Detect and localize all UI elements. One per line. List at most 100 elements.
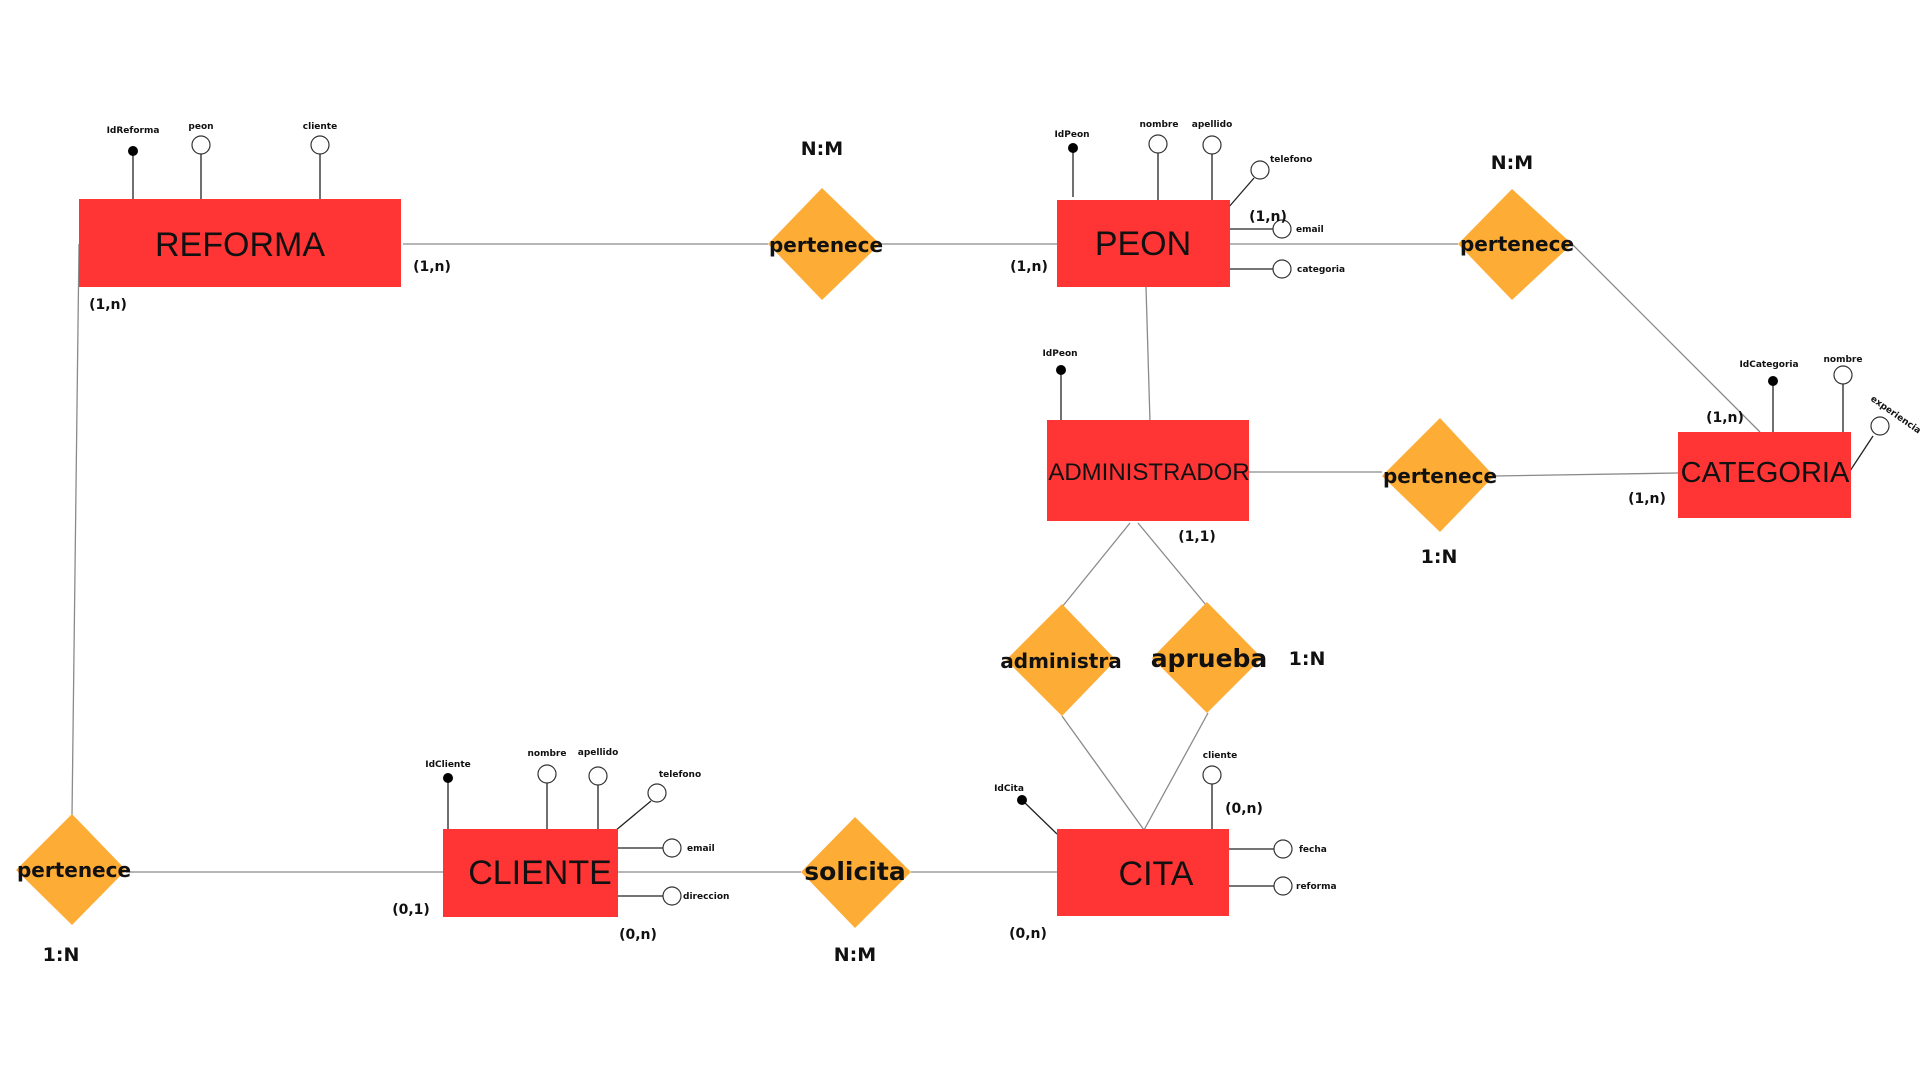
relationship-label: pertenece bbox=[17, 858, 131, 882]
attribute-label: IdCliente bbox=[425, 760, 470, 770]
key-attribute-dot[interactable] bbox=[1017, 795, 1027, 805]
attributes-reforma: IdReforma peon cliente bbox=[107, 122, 337, 156]
key-attribute-dot[interactable] bbox=[443, 773, 453, 783]
attribute-circle[interactable] bbox=[537, 764, 557, 784]
attributes-administrador: IdPeon bbox=[1042, 349, 1078, 375]
attribute-circle[interactable] bbox=[310, 135, 330, 155]
attribute-label: categoria bbox=[1297, 265, 1345, 275]
connector-lines bbox=[71, 243, 1761, 873]
attribute-label: email bbox=[687, 844, 715, 854]
key-attribute-dot[interactable] bbox=[1056, 365, 1066, 375]
entity-peon[interactable]: PEON bbox=[1057, 200, 1230, 287]
attribute-circle[interactable] bbox=[1148, 134, 1168, 154]
cardinality-label: (1,1) bbox=[1178, 529, 1216, 545]
ratio-label: 1:N bbox=[1421, 546, 1458, 568]
line-administra-cita bbox=[1061, 715, 1145, 831]
relationship-label: pertenece bbox=[1383, 464, 1497, 488]
attribute-label: IdPeon bbox=[1054, 130, 1089, 140]
attribute-circle[interactable] bbox=[191, 135, 211, 155]
entity-label: CATEGORIA bbox=[1681, 457, 1850, 489]
attribute-circle[interactable] bbox=[1272, 259, 1292, 279]
cardinality-label: (0,n) bbox=[1225, 801, 1263, 817]
attribute-circle[interactable] bbox=[1272, 219, 1292, 239]
key-attribute-dot[interactable] bbox=[1768, 376, 1778, 386]
relationship-diamond bbox=[1152, 602, 1262, 713]
attribute-label: nombre bbox=[1140, 120, 1179, 130]
attribute-label: nombre bbox=[1824, 355, 1863, 365]
attribute-label: email bbox=[1296, 225, 1324, 235]
attribute-circle[interactable] bbox=[588, 766, 608, 786]
relationship-administra[interactable]: administra bbox=[1000, 604, 1122, 716]
relationship-label: pertenece bbox=[769, 233, 883, 257]
attribute-label: apellido bbox=[1192, 120, 1233, 130]
attribute-circle[interactable] bbox=[1202, 135, 1222, 155]
entity-box bbox=[443, 829, 618, 917]
entity-label: ADMINISTRADOR bbox=[1048, 459, 1249, 486]
key-attribute-dot[interactable] bbox=[1068, 143, 1078, 153]
entity-box bbox=[1057, 200, 1230, 287]
attribute-label: IdCita bbox=[994, 784, 1024, 794]
entity-reforma[interactable]: REFORMA bbox=[79, 199, 401, 287]
attribute-circle[interactable] bbox=[1273, 839, 1293, 859]
relationship-reforma-cliente[interactable]: pertenece bbox=[16, 814, 131, 925]
relationship-aprueba[interactable]: aprueba bbox=[1151, 602, 1268, 713]
entity-label: PEON bbox=[1095, 225, 1191, 263]
key-attribute-dot[interactable] bbox=[128, 146, 138, 156]
attribute-label: IdCategoria bbox=[1739, 360, 1798, 370]
line-admin-administra bbox=[1061, 522, 1131, 608]
relationship-label: aprueba bbox=[1151, 644, 1268, 673]
cardinality-label: (0,n) bbox=[1009, 926, 1047, 942]
attribute-circle[interactable] bbox=[647, 783, 667, 803]
line-reforma-pertenece4 bbox=[71, 243, 80, 817]
attribute-circle[interactable] bbox=[1250, 160, 1270, 180]
relationship-label: pertenece bbox=[1460, 232, 1574, 256]
line-peon-administrador bbox=[1145, 286, 1151, 423]
ratio-label: N:M bbox=[834, 944, 876, 966]
attribute-circle[interactable] bbox=[1273, 876, 1293, 896]
relationship-diamond bbox=[16, 814, 126, 925]
relationship-label: administra bbox=[1000, 649, 1121, 673]
relationship-diamond bbox=[768, 188, 880, 300]
line-aprueba-cita bbox=[1143, 712, 1209, 831]
attributes-cliente: IdCliente nombre apellido telefono email… bbox=[425, 748, 729, 906]
entity-categoria[interactable]: CATEGORIA bbox=[1678, 432, 1851, 518]
entity-cliente[interactable]: CLIENTE bbox=[443, 829, 618, 917]
cardinality-label: (1,n) bbox=[413, 259, 451, 275]
attributes-cita: IdCita cliente fecha reforma bbox=[994, 751, 1337, 896]
cardinality-label: (0,1) bbox=[392, 902, 430, 918]
attribute-label: apellido bbox=[578, 748, 619, 758]
cardinality-label: (1,n) bbox=[1706, 410, 1744, 426]
attribute-label: IdReforma bbox=[107, 126, 160, 136]
relationship-diamond bbox=[1006, 604, 1116, 716]
relationship-cliente-cita[interactable]: solicita bbox=[801, 817, 911, 928]
attributes-categoria: IdCategoria nombre experiencia bbox=[1739, 355, 1920, 436]
relationship-reforma-peon[interactable]: pertenece bbox=[768, 188, 883, 300]
entity-administrador[interactable]: ADMINISTRADOR bbox=[1047, 420, 1250, 521]
entity-box bbox=[1678, 432, 1851, 518]
relationship-admin-categoria[interactable]: pertenece bbox=[1382, 418, 1497, 532]
attribute-label: telefono bbox=[659, 770, 701, 780]
relationship-peon-categoria[interactable]: pertenece bbox=[1458, 189, 1574, 300]
attribute-circle[interactable] bbox=[662, 838, 682, 858]
attribute-label: telefono bbox=[1270, 155, 1312, 165]
attribute-circle[interactable] bbox=[1833, 365, 1853, 385]
relationship-diamond bbox=[801, 817, 911, 928]
attribute-circle[interactable] bbox=[1202, 765, 1222, 785]
entity-cita[interactable]: CITA bbox=[1057, 829, 1229, 916]
relationship-diamond bbox=[1458, 189, 1572, 300]
attribute-label: nombre bbox=[528, 749, 567, 759]
entity-label: CLIENTE bbox=[468, 854, 612, 892]
line-pertenece3-categoria bbox=[1493, 472, 1679, 477]
attribute-circle[interactable] bbox=[662, 886, 682, 906]
relationship-label: solicita bbox=[804, 857, 905, 886]
cardinality-label: (1,n) bbox=[1010, 259, 1048, 275]
ratio-label: 1:N bbox=[43, 944, 80, 966]
ratio-labels: N:M N:M 1:N 1:N 1:N N:M bbox=[43, 138, 1534, 966]
entity-box bbox=[1047, 420, 1249, 521]
attribute-circle[interactable] bbox=[1870, 416, 1890, 436]
attribute-label: reforma bbox=[1296, 882, 1337, 892]
ratio-label: N:M bbox=[1491, 152, 1533, 174]
entity-box bbox=[79, 199, 401, 287]
entity-box bbox=[1057, 829, 1229, 916]
